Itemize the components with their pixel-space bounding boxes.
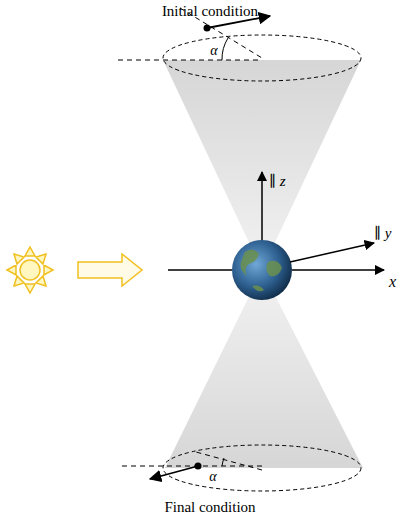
y-axis: [290, 243, 374, 262]
angle-arc: [222, 458, 224, 466]
z-axis: [261, 172, 263, 240]
earth: [232, 240, 292, 300]
angle-label: α: [209, 470, 216, 484]
axis-label: ∥ z: [269, 174, 286, 189]
angle-arc: [222, 38, 228, 60]
x-axis: [168, 269, 232, 271]
caption-label: Final condition: [164, 500, 255, 515]
axis-label: ∥ y: [374, 226, 391, 241]
angle-label: α: [210, 44, 217, 58]
sun-symbol: [7, 247, 53, 293]
spacecraft-dot: [204, 25, 211, 32]
sunlight-arrow: [78, 254, 142, 286]
upper-cone: [163, 60, 361, 270]
earth-landmass: [241, 249, 282, 291]
reference-line: [118, 60, 262, 61]
reference-line: [122, 466, 262, 467]
caption-label: Initial condition: [162, 4, 258, 19]
x-axis: [292, 269, 384, 271]
velocity-arrow: [150, 466, 198, 479]
axis-label: x: [389, 274, 396, 290]
spacecraft-dot: [195, 463, 202, 470]
radius-line: [196, 452, 262, 470]
